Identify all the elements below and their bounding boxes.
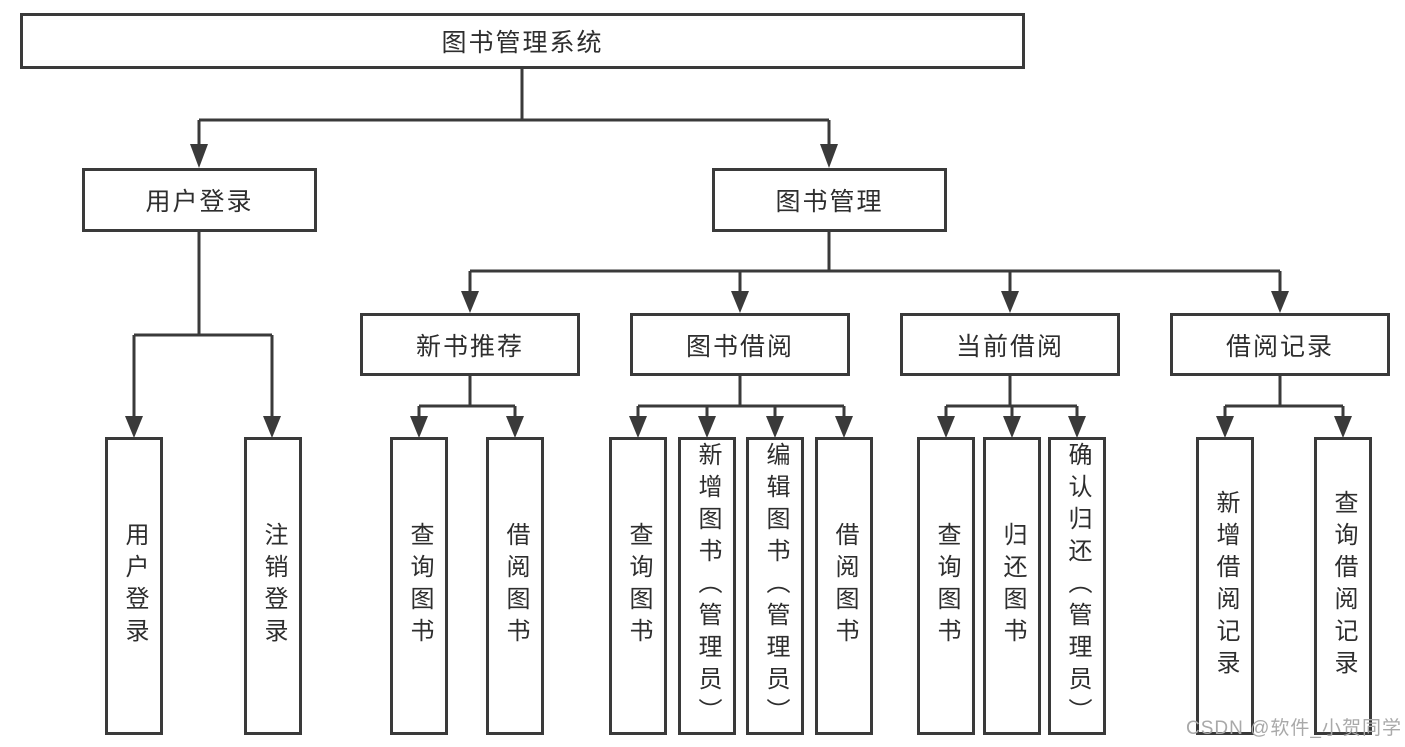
arrow-icon [190, 144, 208, 168]
leaf-return-books-label: 归还图书 [999, 522, 1026, 650]
node-new-book-recommend: 新书推荐 [360, 313, 580, 376]
node-book-management-label: 图书管理 [775, 188, 884, 216]
leaf-add-book-admin: 新增图书（管理员） [678, 437, 736, 735]
leaf-user-login-label: 用户登录 [121, 522, 148, 650]
leaf-query-books-current-label: 查询图书 [933, 522, 960, 650]
arrow-icon [1001, 291, 1019, 313]
leaf-borrow-books-borrow-label: 借阅图书 [831, 522, 858, 650]
arrow-icon [731, 291, 749, 313]
leaf-borrow-books-recommend: 借阅图书 [486, 437, 544, 735]
node-current-borrow-label: 当前借阅 [955, 332, 1064, 361]
leaf-logout-label: 注销登录 [260, 522, 287, 650]
arrow-icon [820, 144, 838, 168]
node-borrow-records: 借阅记录 [1170, 313, 1390, 376]
node-root-label: 图书管理系统 [441, 29, 604, 57]
leaf-query-borrow-record-label: 查询借阅记录 [1330, 490, 1357, 682]
arrow-icon [125, 416, 143, 438]
arrow-icon [1334, 416, 1352, 438]
arrow-icon [629, 416, 647, 438]
leaf-user-login: 用户登录 [105, 437, 163, 735]
leaf-add-book-admin-label: 新增图书（管理员） [694, 442, 721, 730]
leaf-add-borrow-record-label: 新增借阅记录 [1212, 490, 1239, 682]
leaf-confirm-return-admin: 确认归还（管理员） [1048, 437, 1106, 735]
node-book-borrow-label: 图书借阅 [685, 332, 794, 361]
leaf-query-books-borrow: 查询图书 [609, 437, 667, 735]
arrow-icon [1068, 416, 1086, 438]
node-borrow-records-label: 借阅记录 [1225, 332, 1334, 361]
leaf-query-borrow-record: 查询借阅记录 [1314, 437, 1372, 735]
leaf-return-books: 归还图书 [983, 437, 1041, 735]
watermark: CSDN @软件_小贺同学 [1186, 718, 1402, 739]
leaf-query-books-current: 查询图书 [917, 437, 975, 735]
arrow-icon [835, 416, 853, 438]
leaf-confirm-return-admin-label: 确认归还（管理员） [1064, 442, 1091, 730]
node-book-management: 图书管理 [712, 168, 947, 232]
leaf-query-books-recommend: 查询图书 [390, 437, 448, 735]
leaf-add-borrow-record: 新增借阅记录 [1196, 437, 1254, 735]
arrow-icon [698, 416, 716, 438]
node-root: 图书管理系统 [20, 13, 1025, 69]
leaf-logout: 注销登录 [244, 437, 302, 735]
node-current-borrow: 当前借阅 [900, 313, 1120, 376]
arrow-icon [937, 416, 955, 438]
arrow-icon [461, 291, 479, 313]
node-user-login-branch-label: 用户登录 [145, 188, 254, 216]
arrow-icon [410, 416, 428, 438]
leaf-edit-book-admin: 编辑图书（管理员） [746, 437, 804, 735]
node-user-login-branch: 用户登录 [82, 168, 317, 232]
arrow-icon [263, 416, 281, 438]
node-new-book-recommend-label: 新书推荐 [415, 332, 524, 361]
arrow-icon [506, 416, 524, 438]
arrow-icon [1271, 291, 1289, 313]
leaf-query-books-recommend-label: 查询图书 [406, 522, 433, 650]
arrow-icon [1003, 416, 1021, 438]
leaf-query-books-borrow-label: 查询图书 [625, 522, 652, 650]
arrow-icon [1216, 416, 1234, 438]
arrow-icon [766, 416, 784, 438]
node-book-borrow: 图书借阅 [630, 313, 850, 376]
leaf-borrow-books-recommend-label: 借阅图书 [502, 522, 529, 650]
leaf-borrow-books-borrow: 借阅图书 [815, 437, 873, 735]
leaf-edit-book-admin-label: 编辑图书（管理员） [762, 442, 789, 730]
